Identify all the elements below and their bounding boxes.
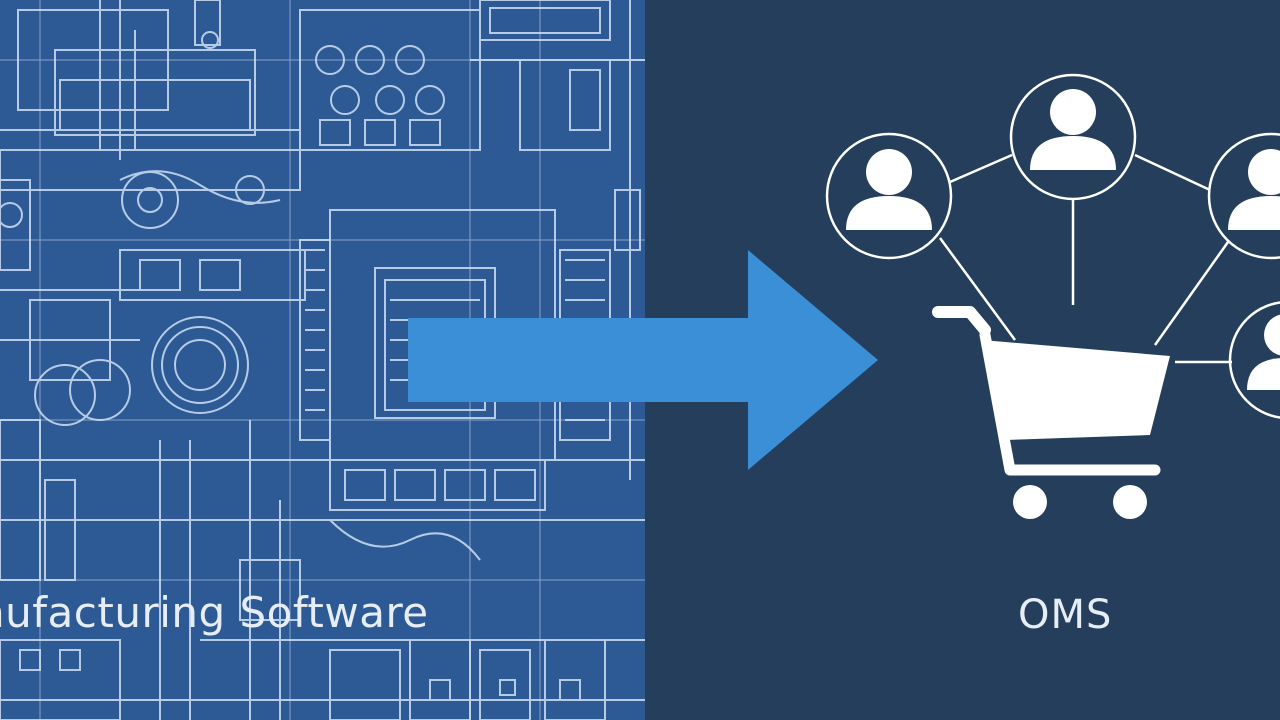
user-node-2 <box>1009 73 1137 201</box>
shopping-cart-icon <box>932 306 1170 519</box>
user-node-1 <box>825 132 953 260</box>
user-icon <box>1228 149 1280 230</box>
connection-lines <box>938 153 1232 364</box>
manufacturing-software-label: nufacturing Software <box>0 588 429 637</box>
user-node-3 <box>1207 132 1280 260</box>
user-icon <box>846 149 932 230</box>
user-node-4 <box>1228 301 1280 419</box>
oms-label: OMS <box>1018 592 1113 638</box>
user-icon <box>1030 89 1116 170</box>
user-icon <box>1247 314 1280 390</box>
